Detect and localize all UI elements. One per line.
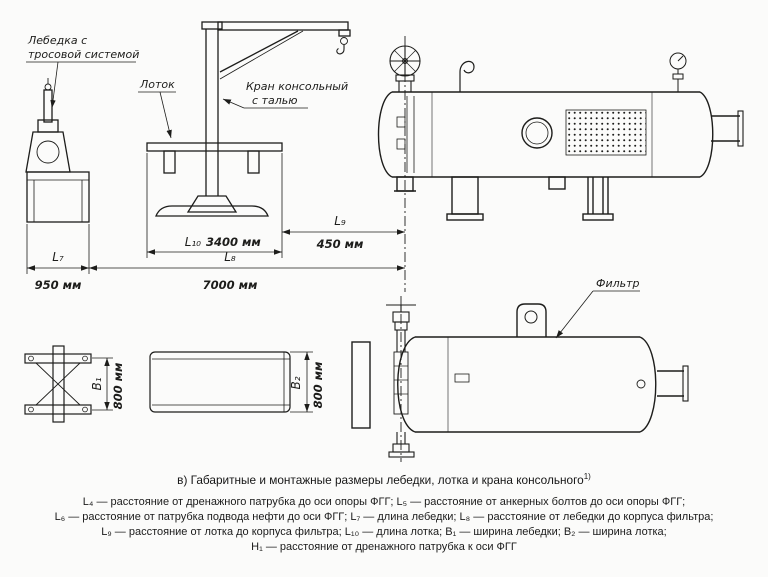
crane-label-line1: Кран консольный	[246, 80, 348, 93]
tray-plate	[146, 142, 283, 152]
hook-icon	[459, 60, 475, 92]
filter-outlet-nozzle	[657, 365, 689, 402]
manhole-icon	[521, 117, 553, 149]
crane-label: Кран консольный с талью	[222, 80, 348, 109]
dim-symbol-l9: L₉	[334, 214, 346, 228]
filter-label: Фильтр	[555, 277, 640, 339]
crane-hoist-hook-icon	[336, 29, 351, 55]
dim-symbol-l8: L₈	[224, 250, 236, 264]
tray-leader-line	[159, 91, 172, 139]
dim-value-b1: 800 мм	[111, 362, 125, 409]
dim-value-l7: 950 мм	[35, 278, 82, 292]
pressure-gauge-icon	[669, 52, 687, 92]
winch-top-view	[24, 345, 92, 423]
crane-column-cap	[201, 21, 223, 30]
winch-label: Лебедка с тросовой системой	[26, 34, 139, 109]
figure-caption-text: в) Габаритные и монтажные размеры лебедк…	[177, 472, 584, 487]
crane-and-tray-front-view	[146, 21, 351, 217]
dim-value-b2: 800 мм	[311, 361, 325, 408]
dimension-b1	[92, 357, 113, 411]
footnote-marker: 1)	[583, 472, 591, 481]
filter-vessel-view	[351, 303, 689, 458]
fgg-vessel-view	[377, 45, 744, 221]
dimension-legend: L₄ — расстояние от дренажного патрубка д…	[0, 495, 768, 555]
winch-label-line1: Лебедка с	[27, 34, 87, 47]
dim-symbol-b1: B₁	[90, 377, 104, 390]
dim-symbol-b2: B₂	[289, 376, 303, 389]
legend-line-3: L₉ — расстояние от лотка до корпуса филь…	[101, 525, 667, 538]
filter-lifting-lug	[516, 303, 547, 337]
dimension-lines-top	[26, 153, 405, 274]
drawing-canvas: Лебедка с тросовой системой Лоток	[24, 21, 744, 462]
dim-value-l9: 450 мм	[316, 237, 364, 251]
legend-line-2: L₆ — расстояние от патрубка подвода нефт…	[54, 510, 714, 523]
legend-line-1: L₄ — расстояние от дренажного патрубка д…	[82, 495, 686, 508]
legend-line-4: H₁ — расстояние от дренажного патрубка к…	[251, 540, 517, 553]
tray-top-view	[149, 351, 291, 413]
crane-label-line2: с талью	[252, 94, 297, 107]
winch-label-line2: тросовой системой	[28, 48, 139, 61]
winch-drum-icon	[36, 140, 60, 164]
crane-jib	[217, 21, 349, 31]
dim-symbol-l7: L₇	[52, 250, 64, 264]
dim-symbol-l10: L₁₀	[185, 235, 201, 249]
fgg-outlet-nozzle	[711, 110, 744, 147]
perforated-plate	[565, 109, 647, 156]
filter-mounting-flange	[351, 341, 371, 429]
tray-label: Лоток	[138, 78, 176, 139]
tray-label-text: Лоток	[139, 78, 175, 91]
winch-sheave-icon	[44, 83, 52, 91]
crane-leader-line	[222, 98, 245, 109]
dimension-b2	[290, 351, 313, 413]
filter-leader-line	[555, 290, 594, 339]
filter-label-text: Фильтр	[596, 277, 640, 290]
winch-front-view	[25, 78, 90, 223]
winch-leader-line	[50, 61, 59, 109]
dim-value-l8: 7000 мм	[203, 278, 258, 292]
figure-caption: в) Габаритные и монтажные размеры лебедк…	[0, 472, 768, 487]
dim-value-l10: 3400 мм	[206, 235, 261, 249]
